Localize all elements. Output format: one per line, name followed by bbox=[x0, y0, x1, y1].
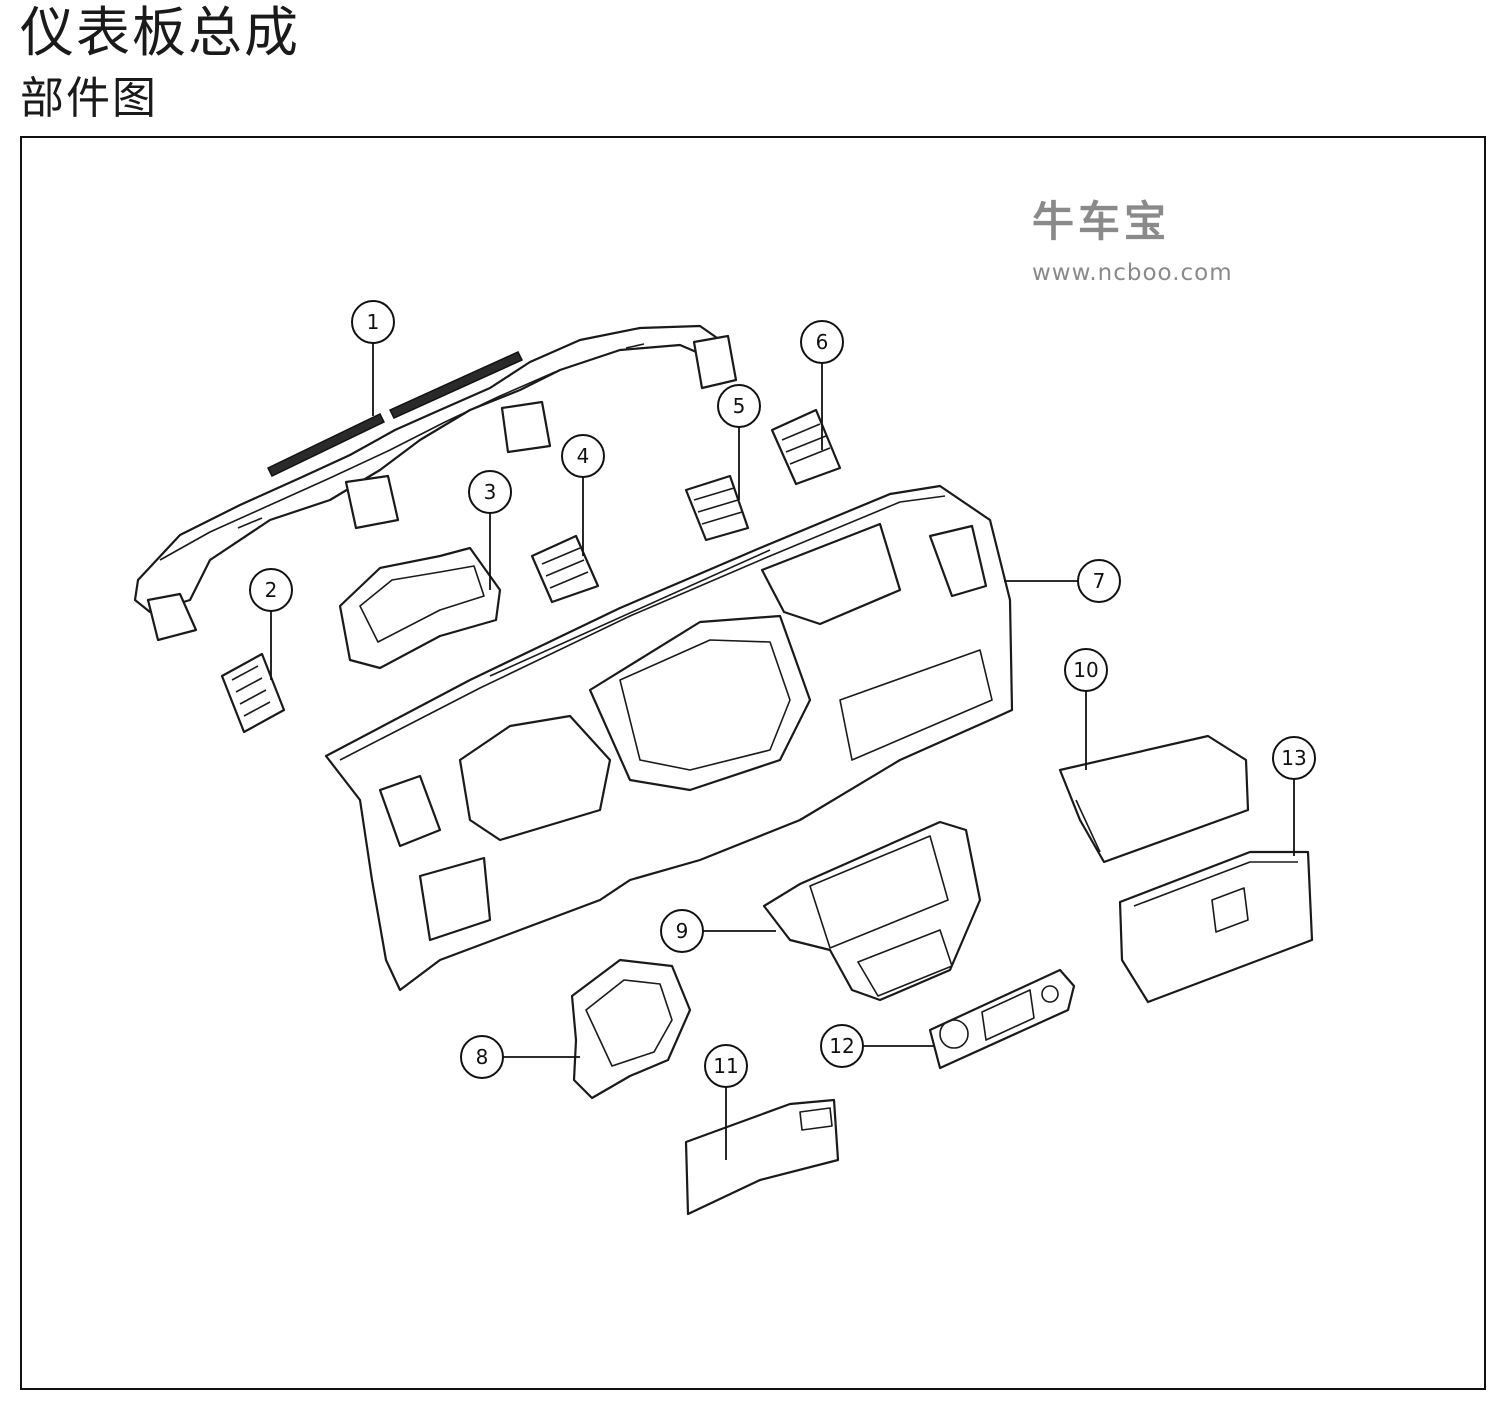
callout-12: 12 bbox=[820, 1024, 864, 1068]
part-2-left-vent bbox=[220, 652, 286, 734]
callout-7: 7 bbox=[1077, 559, 1121, 603]
callout-11: 11 bbox=[704, 1044, 748, 1088]
svg-text:5: 5 bbox=[733, 394, 746, 418]
callout-2: 2 bbox=[249, 568, 293, 612]
part-13-glove-box bbox=[1118, 850, 1314, 1004]
part-4-center-vent bbox=[530, 534, 600, 604]
part-11-knee-panel bbox=[684, 1098, 840, 1216]
callout-3: 3 bbox=[468, 470, 512, 514]
svg-text:1: 1 bbox=[367, 310, 380, 334]
page-title: 仪表板总成 bbox=[20, 1, 300, 64]
callout-8: 8 bbox=[460, 1035, 504, 1079]
svg-text:7: 7 bbox=[1093, 569, 1106, 593]
callout-1: 1 bbox=[351, 300, 395, 344]
svg-text:11: 11 bbox=[713, 1054, 738, 1078]
svg-text:2: 2 bbox=[265, 578, 278, 602]
part-12-switch-bezel bbox=[928, 968, 1076, 1070]
callout-9: 9 bbox=[660, 909, 704, 953]
part-7-instrument-panel bbox=[324, 484, 1014, 992]
svg-text:8: 8 bbox=[476, 1045, 489, 1069]
callout-10: 10 bbox=[1064, 648, 1108, 692]
part-3-cluster-bezel bbox=[338, 546, 502, 670]
callout-4: 4 bbox=[561, 434, 605, 478]
svg-text:12: 12 bbox=[829, 1034, 854, 1058]
svg-text:9: 9 bbox=[676, 919, 689, 943]
page-subtitle: 部件图 bbox=[20, 73, 158, 124]
part-5-center-vent bbox=[684, 474, 750, 542]
watermark-name: 牛车宝 bbox=[1032, 197, 1171, 246]
svg-text:4: 4 bbox=[577, 444, 590, 468]
diagram-frame bbox=[20, 136, 1486, 1390]
part-10-upper-panel bbox=[1058, 734, 1250, 864]
svg-text:13: 13 bbox=[1281, 746, 1306, 770]
svg-text:10: 10 bbox=[1073, 658, 1098, 682]
watermark: 牛车宝 www.ncboo.com bbox=[1032, 196, 1233, 288]
part-1-air-duct bbox=[133, 324, 738, 642]
callout-13: 13 bbox=[1272, 736, 1316, 780]
part-8-column-cover bbox=[570, 958, 692, 1100]
callout-5: 5 bbox=[717, 384, 761, 428]
part-9-center-bezel bbox=[762, 820, 982, 1002]
callout-6: 6 bbox=[800, 320, 844, 364]
svg-text:3: 3 bbox=[484, 480, 497, 504]
part-6-right-vent bbox=[770, 408, 842, 486]
svg-text:6: 6 bbox=[816, 330, 829, 354]
watermark-url: www.ncboo.com bbox=[1032, 260, 1233, 286]
